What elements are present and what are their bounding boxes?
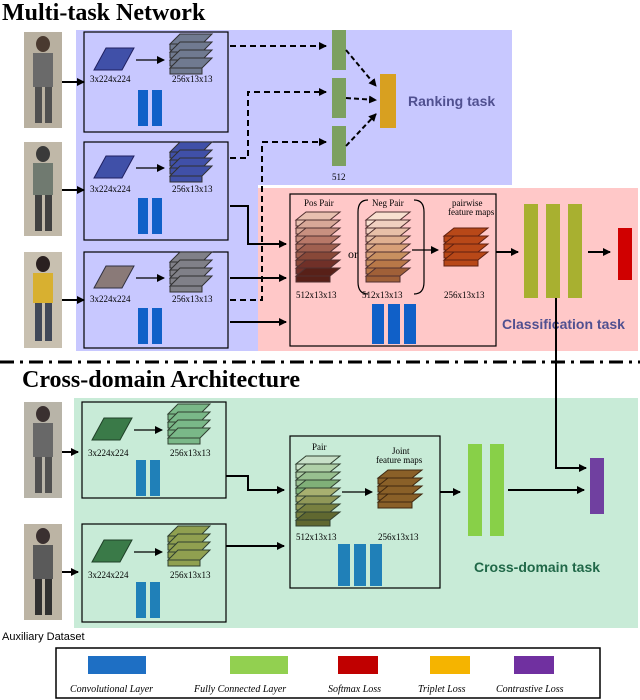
- svg-text:256x13x13: 256x13x13: [444, 290, 485, 300]
- person-image-3: [24, 252, 62, 348]
- svg-text:or: or: [348, 247, 358, 261]
- neg-pair-bracket: [357, 199, 425, 295]
- legend-swatch-conv: [88, 656, 146, 674]
- svg-text:256x13x13: 256x13x13: [172, 184, 213, 194]
- cnn-branch-4: 3x224x224 256x13x13: [81, 401, 227, 499]
- classification-task-label: Classification task: [502, 316, 625, 332]
- dashed-arrow: [230, 88, 327, 159]
- svg-text:3x224x224: 3x224x224: [88, 448, 129, 458]
- legend-swatch-softmax: [338, 656, 378, 674]
- softmax-loss-block: [618, 228, 632, 280]
- svg-text:256x13x13: 256x13x13: [170, 570, 211, 580]
- solid-arrow: [230, 205, 287, 248]
- legend-label-conv: Convolutional Layer: [70, 684, 153, 695]
- multitask-lower-region: [76, 185, 258, 351]
- multitask-title: Multi-task Network: [2, 0, 206, 26]
- joint-feature-stack: [376, 469, 424, 509]
- legend-swatch-fc: [230, 656, 288, 674]
- legend-label-softmax: Softmax Loss: [328, 684, 381, 695]
- dashed-arrow: [345, 113, 377, 147]
- crossdomain-title: Cross-domain Architecture: [22, 367, 300, 393]
- conv-layer: [138, 198, 148, 234]
- conv-layer: [370, 544, 382, 586]
- svg-text:Neg Pair: Neg Pair: [372, 198, 404, 208]
- svg-text:pairwise: pairwise: [452, 198, 483, 208]
- ranking-fc-layers: 512: [332, 30, 346, 182]
- conv-layer: [152, 308, 162, 344]
- cnn-branch-3: 3x224x224 256x13x13: [83, 251, 229, 349]
- conv-layer: [388, 304, 400, 344]
- svg-text:Joint: Joint: [392, 446, 410, 456]
- svg-text:512x13x13: 512x13x13: [296, 290, 337, 300]
- conv-layer: [136, 460, 146, 496]
- person-image-5: [24, 524, 62, 620]
- svg-text:Pos Pair: Pos Pair: [304, 198, 334, 208]
- conv-layer: [138, 308, 148, 344]
- auxiliary-dataset-label: Auxiliary Dataset: [2, 631, 85, 643]
- conv-layer: [150, 582, 160, 618]
- pairwise-feature-stack: [442, 227, 490, 267]
- cnn-branch-2: 3x224x224 256x13x13: [83, 141, 229, 241]
- svg-text:512: 512: [332, 172, 346, 182]
- conv-layer: [372, 304, 384, 344]
- triplet-loss-block: [380, 74, 396, 128]
- pair-box: [289, 193, 497, 347]
- svg-text:3x224x224: 3x224x224: [90, 74, 131, 84]
- legend-label-fc: Fully Connected Layer: [193, 684, 286, 695]
- legend-label-triplet: Triplet Loss: [418, 684, 466, 695]
- svg-text:512x13x13: 512x13x13: [362, 290, 403, 300]
- dashed-arrow: [345, 95, 377, 104]
- svg-text:Pair: Pair: [312, 442, 327, 452]
- crossdomain-task-label: Cross-domain task: [474, 559, 600, 575]
- svg-text:256x13x13: 256x13x13: [378, 532, 419, 542]
- cnn-branch-1: 3x224x224 256x13x13: [83, 31, 229, 133]
- conv-layer: [152, 198, 162, 234]
- svg-text:3x224x224: 3x224x224: [90, 294, 131, 304]
- svg-text:256x13x13: 256x13x13: [172, 294, 213, 304]
- svg-text:3x224x224: 3x224x224: [88, 570, 129, 580]
- neg-pair-stack: [364, 211, 412, 283]
- svg-text:256x13x13: 256x13x13: [170, 448, 211, 458]
- svg-text:512x13x13: 512x13x13: [296, 532, 337, 542]
- solid-arrow: [226, 475, 285, 494]
- contrastive-loss-block: [590, 458, 604, 514]
- person-image-2: [24, 142, 62, 236]
- person-image-4: [24, 402, 62, 498]
- svg-text:feature maps: feature maps: [376, 455, 423, 465]
- cross-pair-stack: [294, 455, 342, 527]
- conv-layer: [152, 90, 162, 126]
- conv-layer: [338, 544, 350, 586]
- svg-text:feature maps: feature maps: [448, 207, 495, 217]
- person-image-1: [24, 32, 62, 128]
- dashed-arrow: [230, 138, 327, 301]
- svg-text:3x224x224: 3x224x224: [90, 184, 131, 194]
- solid-arrow: [555, 298, 587, 472]
- legend-swatch-triplet: [430, 656, 470, 674]
- joint-pair-box: [289, 435, 441, 589]
- legend: Convolutional Layer Fully Connected Laye…: [55, 647, 601, 699]
- conv-layer: [150, 460, 160, 496]
- classification-fc-layers: [524, 204, 582, 298]
- conv-layer: [136, 582, 146, 618]
- legend-label-contrastive: Contrastive Loss: [496, 684, 564, 695]
- svg-text:256x13x13: 256x13x13: [172, 74, 213, 84]
- ranking-task-label: Ranking task: [408, 93, 495, 109]
- conv-layer: [138, 90, 148, 126]
- cnn-branch-5: 3x224x224 256x13x13: [81, 523, 227, 623]
- legend-swatch-contrastive: [514, 656, 554, 674]
- conv-layer: [404, 304, 416, 344]
- conv-layer: [354, 544, 366, 586]
- pos-pair-stack: [294, 211, 342, 283]
- crossdomain-fc-layers: [468, 444, 504, 536]
- ranking-region: [76, 30, 512, 185]
